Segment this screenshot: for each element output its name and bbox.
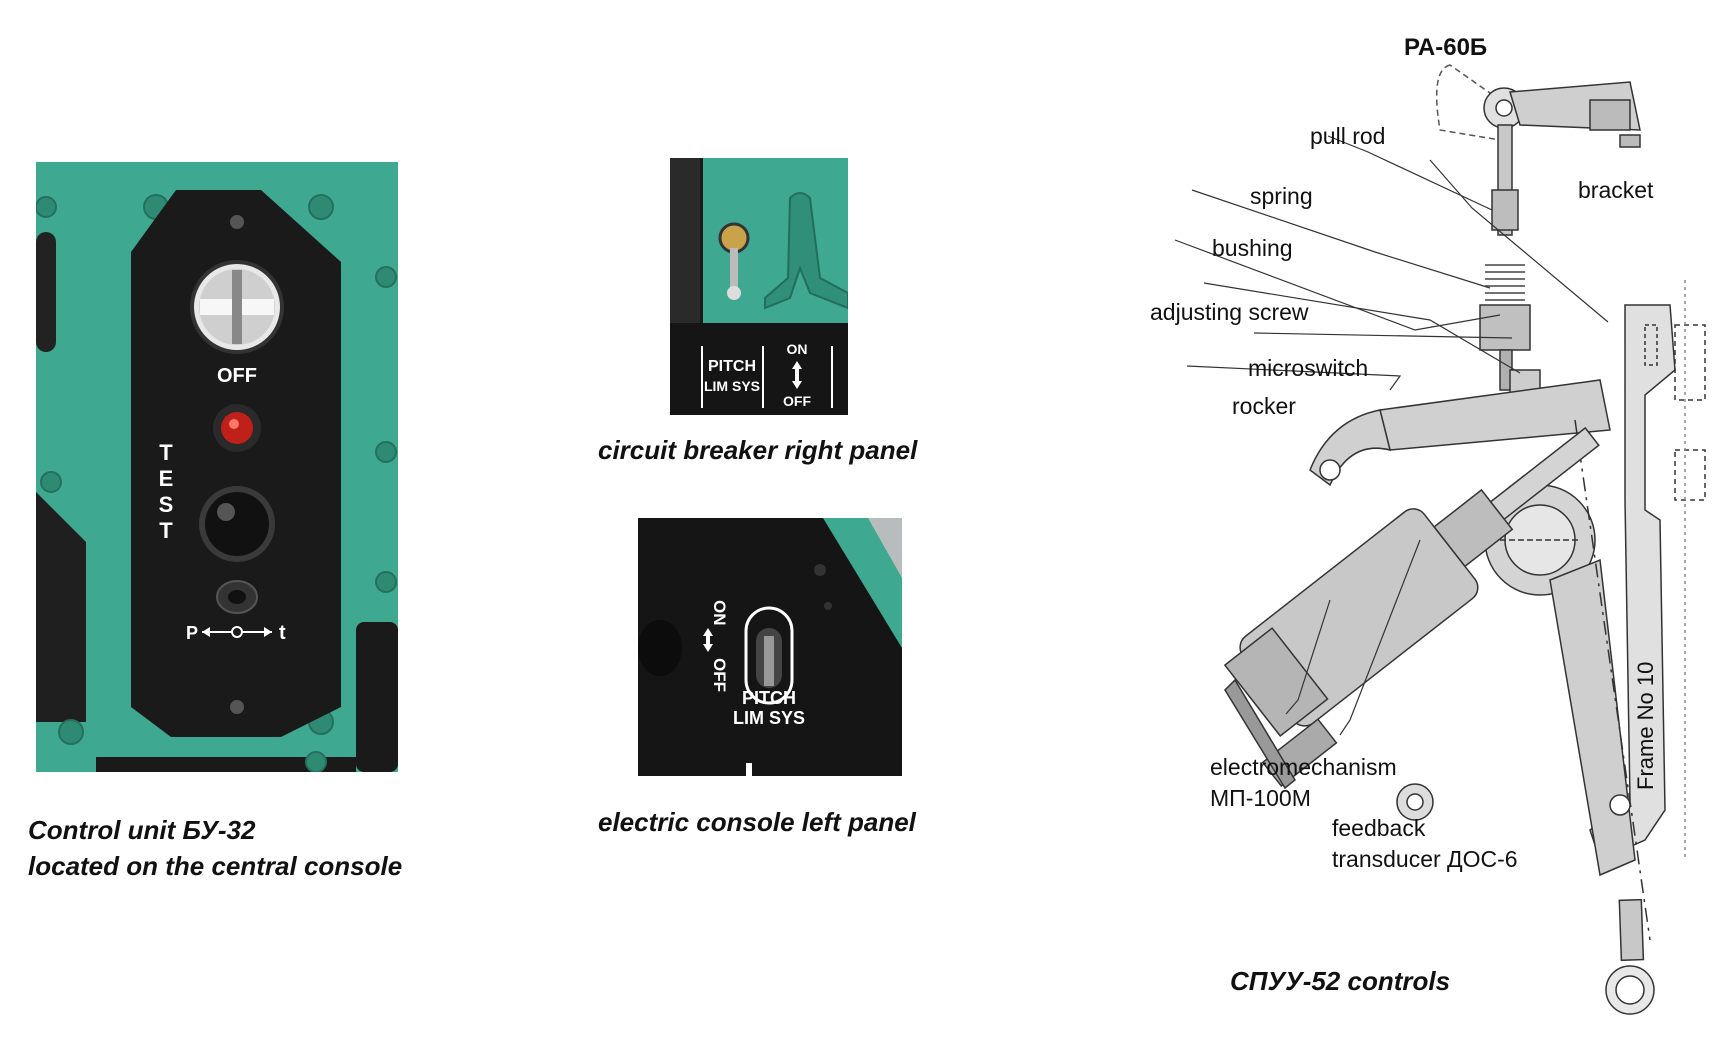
- bushing-label: bushing: [1212, 235, 1293, 261]
- cb-off-label: OFF: [783, 393, 811, 409]
- spring-label: spring: [1250, 183, 1313, 209]
- cb-pitch-label: PITCH: [708, 358, 756, 375]
- feedback-transducer-label: feedback transducer ДОС-6: [1332, 813, 1518, 875]
- spuu-diagram: [1174, 64, 1706, 1015]
- circuit-breaker-caption: circuit breaker right panel: [598, 435, 918, 465]
- test-letter: E: [159, 466, 174, 491]
- frame-label: Frame No 10: [1633, 661, 1658, 790]
- ec-pitch-label: PITCH: [742, 688, 796, 708]
- cb-lim-sys-label: LIM SYS: [704, 378, 760, 394]
- feedback-label-line1: feedback: [1332, 815, 1426, 841]
- spuu-caption: СПУУ-52 controls: [1230, 966, 1451, 996]
- off-label: OFF: [217, 365, 257, 387]
- pull-rod-label: pull rod: [1310, 123, 1386, 149]
- circuit-breaker-photo: PITCH LIM SYS ON OFF: [670, 158, 848, 415]
- ec-off-label: OFF: [710, 658, 729, 692]
- switch-label-t: t: [279, 622, 286, 644]
- switch-label-p: P: [186, 623, 198, 643]
- ec-lim-sys-label: LIM SYS: [733, 708, 805, 728]
- control-unit-caption: Control unit БУ-32 located on the centra…: [28, 812, 402, 884]
- ra60b-label: РА-60Б: [1404, 34, 1488, 61]
- ec-on-label: ON: [710, 600, 729, 626]
- control-unit-plate: [131, 190, 341, 737]
- electromechanism-label-line1: electromechanism: [1210, 754, 1397, 780]
- cb-on-label: ON: [787, 341, 808, 357]
- test-letter: T: [159, 518, 173, 543]
- adjusting-screw-label: adjusting screw: [1150, 299, 1309, 325]
- microswitch-label: microswitch: [1248, 355, 1369, 381]
- bracket-label: bracket: [1578, 177, 1654, 203]
- pitch-lim-toggle: [744, 606, 794, 705]
- control-unit-caption-line2: located on the central console: [28, 851, 403, 881]
- test-letter: S: [159, 492, 174, 517]
- electric-console-caption: electric console left panel: [598, 807, 916, 837]
- feedback-label-line2: transducer ДОС-6: [1332, 846, 1518, 872]
- electromechanism-label-line2: МП-100М: [1210, 785, 1311, 811]
- control-unit-caption-line1: Control unit БУ-32: [28, 815, 256, 845]
- test-letter: T: [159, 440, 173, 465]
- electric-console-photo: ON OFF PITCH LIM SYS: [638, 518, 902, 776]
- rocker-label: rocker: [1232, 393, 1296, 419]
- electromechanism-label: electromechanism МП-100М: [1210, 752, 1397, 814]
